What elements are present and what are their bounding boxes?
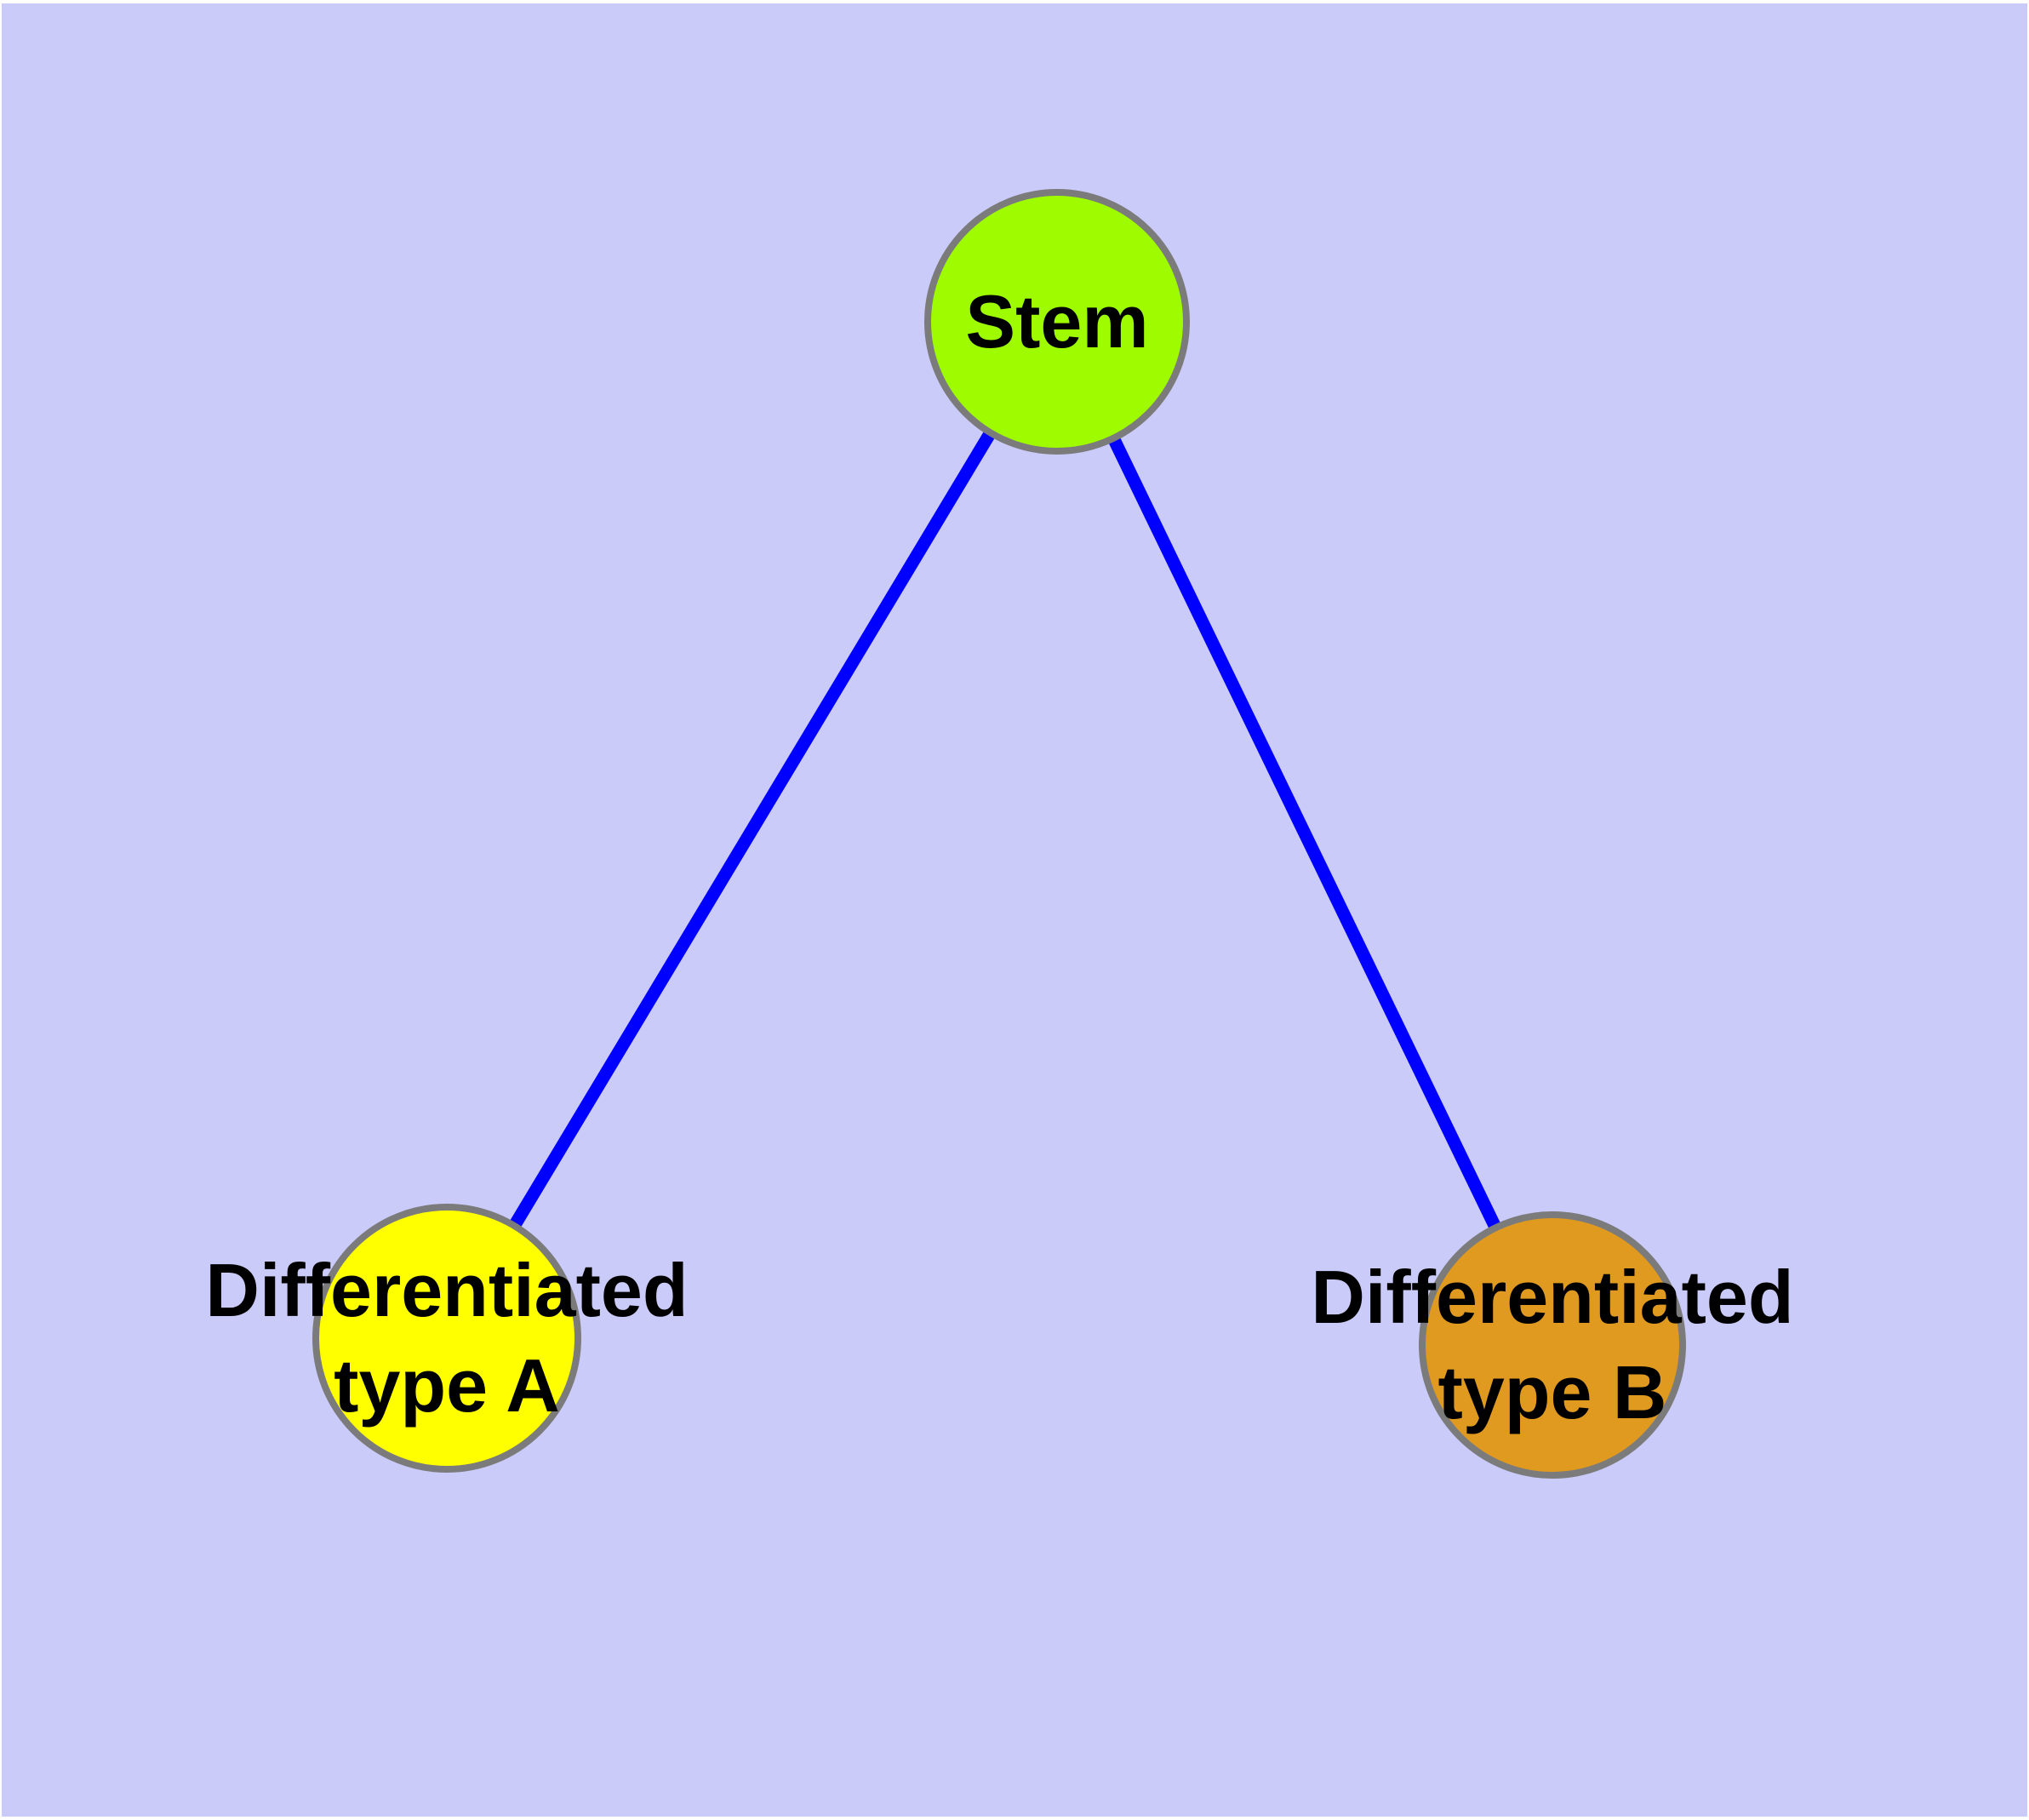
graph-svg	[312, 189, 1686, 1479]
nodes-layer	[312, 189, 1686, 1479]
stem-node	[924, 189, 1190, 455]
edge-stem-to-type-b	[1051, 318, 1558, 1348]
type-b-node	[1419, 1211, 1686, 1479]
edges-layer	[441, 318, 1558, 1348]
edge-stem-to-type-a	[441, 318, 1063, 1342]
type-a-node	[312, 1204, 581, 1473]
